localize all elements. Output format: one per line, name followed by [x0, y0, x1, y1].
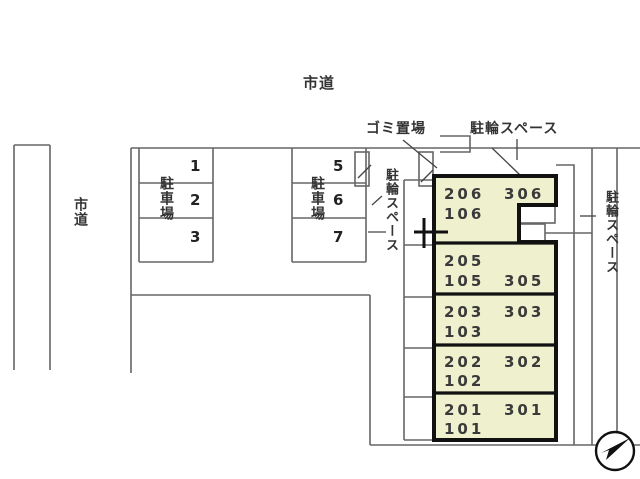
parking-space-6: 6: [333, 191, 344, 209]
unit-202: 202: [444, 353, 485, 371]
parking-space-7: 7: [333, 228, 344, 246]
bike-space-label-top: 駐輪スペース: [470, 121, 559, 137]
unit-101: 101: [444, 420, 485, 438]
leader-bike-middle: [371, 195, 383, 206]
parking-lot-2-label: 駐車場: [309, 176, 325, 221]
parking-space-3: 3: [190, 228, 201, 246]
bike-rack-b: [418, 151, 434, 187]
parking-space-5: 5: [333, 157, 344, 175]
unit-203: 203: [444, 303, 485, 321]
unit-301: 301: [504, 401, 545, 419]
leader-rack-a: [357, 164, 372, 179]
unit-206: 206: [444, 185, 485, 203]
unit-306: 306: [504, 185, 545, 203]
building-outline: [414, 174, 558, 442]
unit-303: 303: [504, 303, 545, 321]
road-label-top: 市道: [303, 74, 336, 92]
bike-space-label-right: 駐輪スペース: [603, 190, 618, 274]
unit-205: 205: [444, 252, 485, 270]
bike-rack-right-b: [518, 223, 546, 243]
right-parcel: [556, 164, 575, 445]
trash-area-label: ゴミ置場: [366, 121, 426, 137]
parking-space-1: 1: [190, 157, 201, 175]
north-arrow-icon: [594, 430, 636, 472]
bike-space-label-middle: 駐輪スペース: [383, 168, 398, 252]
road-label-left: 市道: [72, 197, 88, 227]
leader-rack-b: [420, 169, 434, 183]
trash-enclosure: [440, 135, 471, 153]
parking-space-2: 2: [190, 191, 201, 209]
leader-bike-top-2: [491, 147, 521, 176]
leader-trash: [402, 139, 438, 169]
unit-102: 102: [444, 372, 485, 390]
unit-106: 106: [444, 205, 485, 223]
unit-103: 103: [444, 323, 485, 341]
bike-rack-a: [354, 151, 370, 187]
unit-105: 105: [444, 272, 485, 290]
unit-302: 302: [504, 353, 545, 371]
unit-305: 305: [504, 272, 545, 290]
unit-201: 201: [444, 401, 485, 419]
bike-rack-right-a: [518, 204, 556, 224]
parking-lot-1-label: 駐車場: [158, 176, 174, 221]
